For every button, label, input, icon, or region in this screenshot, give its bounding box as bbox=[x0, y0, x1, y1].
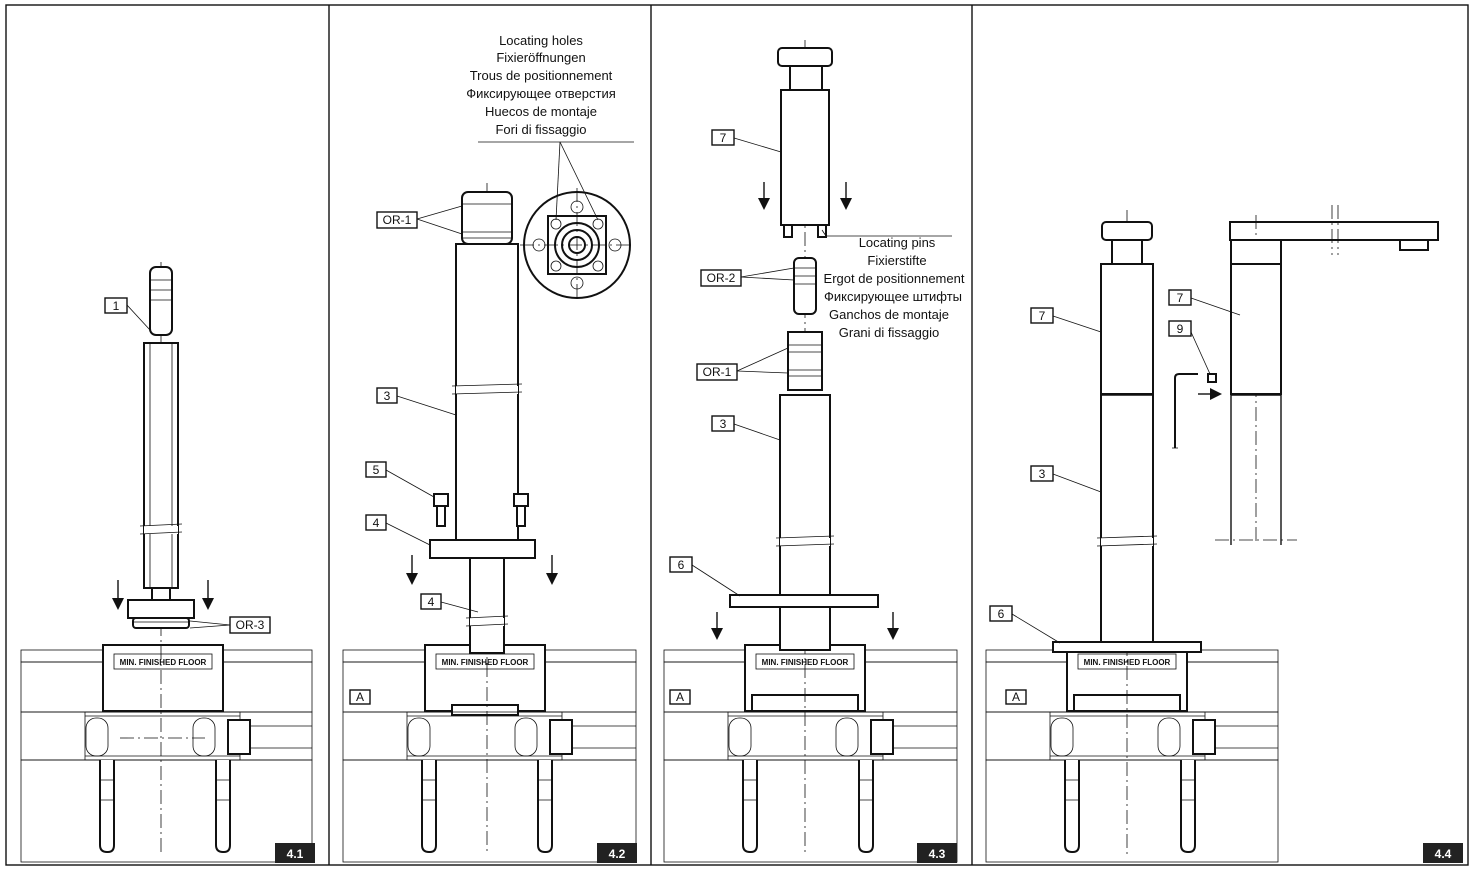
svg-text:OR-1: OR-1 bbox=[703, 365, 732, 379]
down-arrow bbox=[202, 580, 214, 610]
spout-side-view bbox=[1215, 205, 1439, 545]
svg-text:Фиксирующее отверстия: Фиксирующее отверстия bbox=[466, 86, 616, 101]
down-arrow bbox=[112, 580, 124, 610]
label-a bbox=[1005, 689, 1027, 705]
panel-4-3: MIN. FINISHED FLOOR A bbox=[663, 40, 965, 863]
floor-section: MIN. FINISHED FLOOR bbox=[20, 644, 313, 863]
floor-section: MIN. FINISHED FLOOR A bbox=[985, 644, 1279, 863]
svg-text:Fori di fissaggio: Fori di fissaggio bbox=[495, 122, 586, 137]
flange-top-view bbox=[520, 188, 634, 302]
svg-text:Trous de positionnement: Trous de positionnement bbox=[470, 68, 613, 83]
sheet-frame bbox=[5, 4, 1469, 866]
svg-text:Ergot de positionnement: Ergot de positionnement bbox=[824, 271, 965, 286]
svg-text:Huecos de montaje: Huecos de montaje bbox=[485, 104, 597, 119]
part-tag-4: 4 bbox=[420, 593, 479, 613]
step-badge: 4.1 bbox=[275, 843, 315, 863]
part-tag-6: 6 bbox=[669, 556, 741, 597]
callout-locating-pins: Locating pins Fixierstifte Ergot de posi… bbox=[821, 229, 965, 340]
svg-text:6: 6 bbox=[998, 607, 1005, 621]
svg-text:3: 3 bbox=[384, 389, 391, 403]
svg-text:OR-1: OR-1 bbox=[383, 213, 412, 227]
floor-label: MIN. FINISHED FLOOR bbox=[442, 658, 529, 667]
panel-4-2: MIN. FINISHED FLOOR A bbox=[342, 33, 637, 863]
step-badge: 4.4 bbox=[1423, 843, 1463, 863]
part-tag-6: 6 bbox=[989, 605, 1061, 644]
callout-locating-holes: Locating holes Fixieröffnungen Trous de … bbox=[466, 33, 634, 221]
part-tag-3: 3 bbox=[1030, 465, 1102, 493]
part-tag-3: 3 bbox=[376, 387, 457, 416]
svg-text:Фиксирующее штифты: Фиксирующее штифты bbox=[824, 289, 962, 304]
body-assembly bbox=[429, 183, 536, 855]
svg-text:4.4: 4.4 bbox=[1435, 847, 1452, 861]
svg-text:5: 5 bbox=[373, 463, 380, 477]
down-arrow bbox=[546, 555, 558, 585]
svg-text:Locating pins: Locating pins bbox=[859, 235, 936, 250]
part-tag-9: 9 bbox=[1168, 320, 1211, 375]
part-tag-7: 7 bbox=[1030, 307, 1102, 333]
svg-text:Locating holes: Locating holes bbox=[499, 33, 583, 48]
svg-text:Ganchos de montaje: Ganchos de montaje bbox=[829, 307, 949, 322]
down-arrow bbox=[711, 612, 723, 640]
part-tag-4: 4 bbox=[365, 514, 431, 546]
svg-text:Grani di fissaggio: Grani di fissaggio bbox=[839, 325, 939, 340]
svg-text:4: 4 bbox=[373, 516, 380, 530]
svg-text:OR-2: OR-2 bbox=[707, 271, 736, 285]
part-tag-3: 3 bbox=[711, 415, 781, 441]
svg-text:3: 3 bbox=[720, 417, 727, 431]
label-a bbox=[349, 689, 371, 705]
part-tag-7: 7 bbox=[1168, 289, 1241, 316]
part-tag-or2: OR-2 bbox=[700, 267, 795, 287]
step-badge: 4.2 bbox=[597, 843, 637, 863]
svg-text:4.1: 4.1 bbox=[287, 847, 304, 861]
svg-text:7: 7 bbox=[1177, 291, 1184, 305]
label-a bbox=[669, 689, 691, 705]
svg-text:9: 9 bbox=[1177, 322, 1184, 336]
svg-text:3: 3 bbox=[1039, 467, 1046, 481]
part-tag-or1: OR-1 bbox=[376, 205, 463, 235]
part-tag-7: 7 bbox=[711, 129, 782, 153]
part-tag-or1: OR-1 bbox=[696, 347, 789, 381]
screw bbox=[513, 493, 529, 527]
down-arrow bbox=[887, 612, 899, 640]
down-arrow bbox=[758, 182, 770, 210]
down-arrow bbox=[840, 182, 852, 210]
svg-text:A: A bbox=[356, 690, 364, 704]
svg-text:Fixieröffnungen: Fixieröffnungen bbox=[496, 50, 585, 65]
floor-label: MIN. FINISHED FLOOR bbox=[1084, 658, 1171, 667]
svg-text:4.2: 4.2 bbox=[609, 847, 626, 861]
svg-text:Fixierstifte: Fixierstifte bbox=[867, 253, 926, 268]
part-tag-1: 1 bbox=[104, 297, 151, 331]
screw bbox=[433, 493, 449, 527]
right-arrow bbox=[1198, 388, 1222, 400]
panel-4-4: MIN. FINISHED FLOOR A bbox=[985, 205, 1463, 863]
cartridge bbox=[127, 262, 195, 855]
panel-4-1: MIN. FINISHED FLOOR bbox=[20, 262, 315, 863]
svg-text:7: 7 bbox=[1039, 309, 1046, 323]
svg-text:1: 1 bbox=[113, 299, 120, 313]
svg-text:4: 4 bbox=[428, 595, 435, 609]
svg-text:A: A bbox=[1012, 690, 1020, 704]
svg-text:4.3: 4.3 bbox=[929, 847, 946, 861]
floor-label: MIN. FINISHED FLOOR bbox=[120, 658, 207, 667]
step-badge: 4.3 bbox=[917, 843, 957, 863]
hex-key-icon bbox=[1172, 373, 1198, 449]
floor-section: MIN. FINISHED FLOOR A bbox=[342, 644, 637, 863]
part-tag-5: 5 bbox=[365, 461, 435, 498]
svg-text:6: 6 bbox=[678, 558, 685, 572]
installed-column bbox=[1052, 210, 1202, 855]
set-screw bbox=[1207, 373, 1217, 383]
svg-text:A: A bbox=[676, 690, 684, 704]
down-arrow bbox=[406, 555, 418, 585]
part-tag-or3: OR-3 bbox=[189, 616, 271, 634]
floor-section: MIN. FINISHED FLOOR A bbox=[663, 644, 958, 863]
svg-text:7: 7 bbox=[720, 131, 727, 145]
body-assembly bbox=[729, 40, 879, 855]
floor-label: MIN. FINISHED FLOOR bbox=[762, 658, 849, 667]
svg-text:OR-3: OR-3 bbox=[236, 618, 265, 632]
